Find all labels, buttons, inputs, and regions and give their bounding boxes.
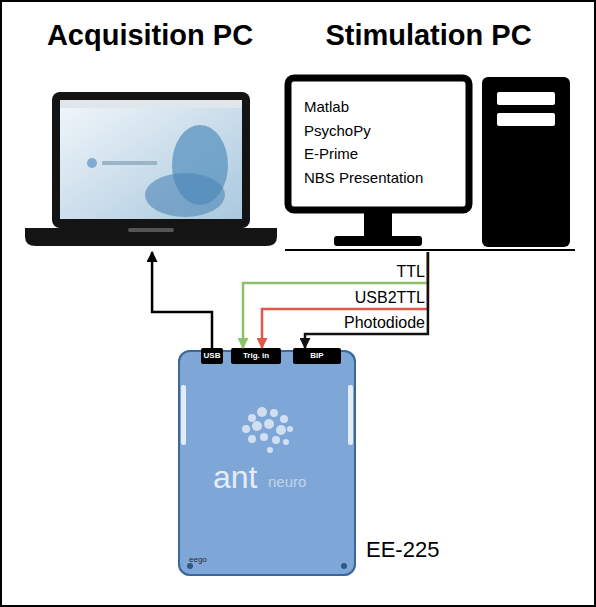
monitor-screen xyxy=(288,78,469,210)
logo-dot xyxy=(270,409,278,417)
logo-dot xyxy=(257,407,267,417)
amplifier-device: EE-225USBTrig. inBIP xyxy=(178,350,356,576)
head-silhouette xyxy=(172,125,228,205)
logo-dot xyxy=(248,414,256,422)
screen-toolbar xyxy=(60,100,242,108)
signal-name: TTL xyxy=(295,263,425,281)
logo-dot xyxy=(267,447,273,453)
port-name: USB xyxy=(201,348,223,364)
logo-dot xyxy=(280,415,288,423)
signal-name: USB2TTL xyxy=(295,289,425,307)
software-name: Matlab xyxy=(304,98,464,116)
monitor-foot xyxy=(334,236,422,246)
port-box: BIP xyxy=(293,348,341,364)
software-name: E-Prime xyxy=(304,145,464,163)
signal-name: Photodiode xyxy=(295,314,425,332)
drive-slot xyxy=(497,92,555,105)
section-heading: Stimulation PC xyxy=(282,18,575,52)
signal-connector xyxy=(305,252,428,348)
laptop-screen-frame xyxy=(52,92,250,228)
logo-dot xyxy=(242,425,250,433)
port-box: Trig. in xyxy=(231,348,281,364)
laptop-screen xyxy=(60,100,242,219)
screen-text-line xyxy=(102,161,157,165)
shoulder-silhouette xyxy=(145,173,225,217)
laptop-base xyxy=(25,228,277,246)
signal-connector xyxy=(152,252,212,348)
logo-dot xyxy=(252,421,262,431)
side-grip xyxy=(181,385,186,445)
logo-dot xyxy=(264,419,274,429)
side-grip xyxy=(348,385,353,445)
software-name: PsychoPy xyxy=(304,122,464,140)
section-heading: Acquisition PC xyxy=(20,18,280,52)
signal-connector xyxy=(262,252,428,348)
brain-logo xyxy=(242,407,293,453)
port-name: BIP xyxy=(293,348,341,364)
logo-text: neuro xyxy=(268,474,306,491)
software-name: NBS Presentation xyxy=(304,169,464,187)
drive-slot xyxy=(497,113,555,126)
logo-dot xyxy=(283,439,289,445)
brand-text: eego xyxy=(189,556,207,565)
computer-region: Stimulation PC MatlabPsychoPyE-PrimeNBS P… xyxy=(282,15,575,252)
logo-text: ant xyxy=(213,460,257,495)
logo-dot xyxy=(287,426,293,432)
logo-dot xyxy=(272,436,280,444)
logo-dot xyxy=(248,435,256,443)
shelf-line xyxy=(285,249,575,251)
pc-tower xyxy=(482,77,570,247)
logo-dot xyxy=(260,433,268,441)
computer-region: Acquisition PC xyxy=(20,15,280,252)
signal-connector xyxy=(243,252,428,348)
app-logo xyxy=(87,158,97,168)
port-name: Trig. in xyxy=(231,348,281,364)
logo-dot xyxy=(276,425,286,435)
monitor-neck xyxy=(364,212,392,237)
port-box: USB xyxy=(201,348,223,364)
laptop-notch xyxy=(128,228,174,232)
corner-screw xyxy=(341,563,347,569)
device-model: EE-225 xyxy=(366,537,476,563)
